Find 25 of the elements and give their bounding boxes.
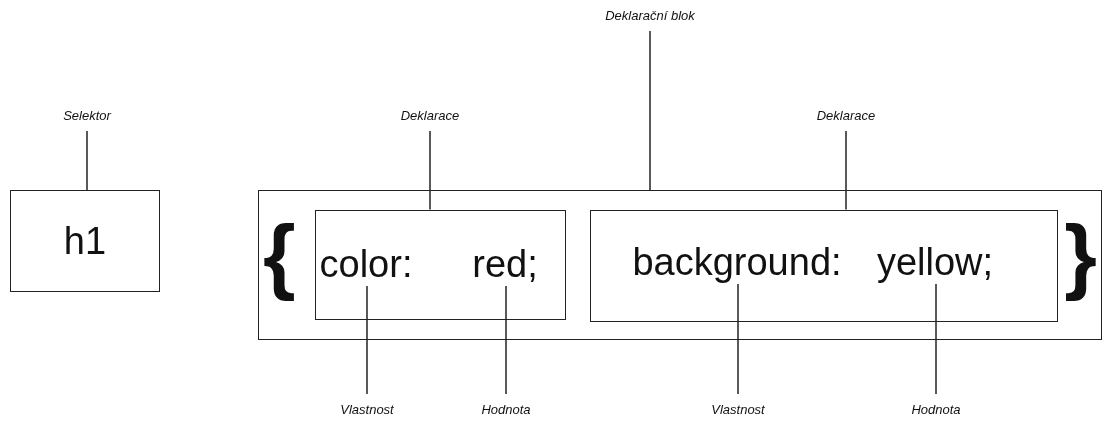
leader-line: [86, 130, 88, 191]
leader-line: [935, 283, 937, 395]
callout-label: Deklarace: [400, 108, 460, 123]
callout-label: Selektor: [63, 108, 111, 123]
selector-box: [10, 190, 160, 292]
declaration-block-box: [258, 190, 1102, 340]
code-text: red;: [472, 245, 538, 283]
callout-label: Deklarační blok: [605, 8, 695, 23]
callout-label: Vlastnost: [711, 402, 765, 417]
code-text: background:: [632, 243, 842, 281]
declaration-box: [314, 209, 566, 320]
code-text: color:: [319, 245, 413, 283]
declaration-box: [589, 209, 1058, 322]
selector-text: h1: [63, 222, 107, 260]
callout-label: Hodnota: [911, 402, 961, 417]
leader-line: [649, 30, 651, 191]
leader-line: [845, 130, 847, 211]
leader-line: [429, 130, 431, 211]
leader-line: [505, 285, 507, 395]
callout-label: Deklarace: [816, 108, 876, 123]
leader-line: [366, 285, 368, 395]
callout-label: Vlastnost: [340, 402, 394, 417]
callout-label: Hodnota: [481, 402, 531, 417]
code-text: yellow;: [876, 243, 994, 281]
leader-line: [737, 283, 739, 395]
